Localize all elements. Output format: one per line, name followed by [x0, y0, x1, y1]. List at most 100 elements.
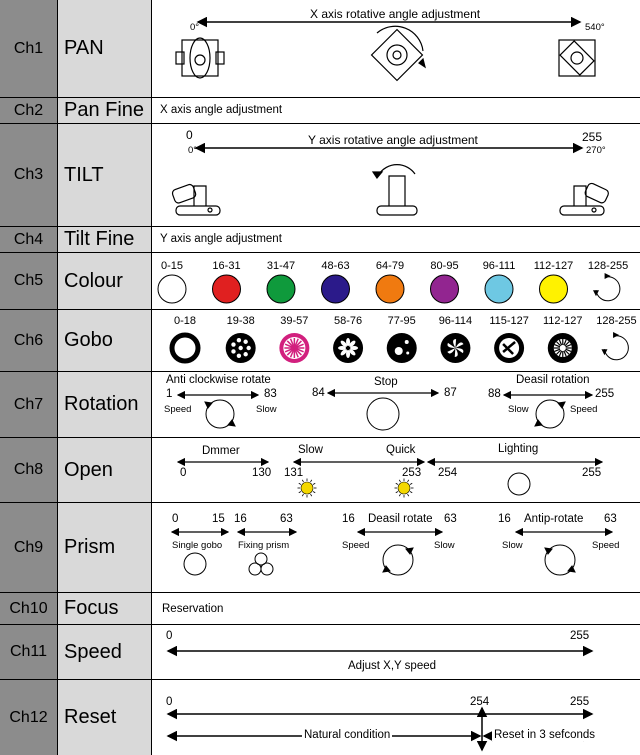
- reset-3s-label: Reset in 3 sefconds: [492, 729, 598, 741]
- deasil-end: 63: [444, 513, 457, 525]
- gobo-range-label: 112-127: [543, 315, 583, 327]
- colour-swatch: [539, 274, 568, 304]
- stop-label: Stop: [374, 376, 398, 388]
- gobo-range-label: 77-95: [388, 315, 416, 327]
- tilt-fixture-0deg-icon: [171, 183, 221, 216]
- tilt-diagram: [171, 142, 609, 216]
- speed-label: Adjust X,Y speed: [348, 660, 437, 672]
- channel-name: Open: [58, 438, 152, 502]
- channel-number: Ch3: [0, 124, 58, 226]
- tilt-fine-text: Y axis angle adjustment: [160, 233, 282, 245]
- strobe-start: 131: [284, 467, 304, 479]
- fixing-prism-icon: [248, 552, 274, 576]
- gobo-icon: [225, 333, 256, 363]
- channel-number: Ch10: [0, 593, 58, 624]
- stop-end: 87: [444, 387, 457, 399]
- strobe-end: 253: [402, 467, 422, 479]
- lighting-end: 255: [582, 467, 602, 479]
- colour-swatch: [212, 274, 241, 304]
- open-content: Dmmer 0 130 Slow Quick 131 253 Lighting …: [152, 438, 640, 502]
- deasil-speed: Speed: [342, 540, 370, 551]
- cw-start: 88: [488, 388, 501, 400]
- dimmer-start: 0: [180, 467, 187, 479]
- tilt-fixture-mid-icon: [371, 164, 418, 216]
- tilt-start-value: 0: [186, 128, 193, 142]
- gobo-icon: [386, 333, 417, 363]
- prism-diagram: [170, 527, 614, 576]
- colour-range-label: 112-127: [534, 260, 574, 272]
- colour-range-label: 16-31: [212, 260, 240, 272]
- pan-content: X axis rotative angle adjustment 0° 540°: [152, 0, 640, 97]
- cw-label: Deasil rotation: [516, 374, 590, 386]
- pan-fixture-540deg-icon: [558, 39, 596, 77]
- speed-diagram: [166, 645, 594, 657]
- channel-number: Ch2: [0, 98, 58, 123]
- gobo-range-label: 19-38: [227, 315, 255, 327]
- gobo-icon: [440, 333, 471, 363]
- dimmer-label: Dmmer: [202, 445, 240, 457]
- gobo-icon: [547, 333, 578, 363]
- row-ch10: Ch10 Focus Reservation: [0, 593, 640, 625]
- acw-speed: Speed: [164, 404, 192, 415]
- anti-start: 16: [498, 513, 511, 525]
- anti-speed: Speed: [592, 540, 620, 551]
- channel-name: Colour: [58, 253, 152, 309]
- tilt-content: Y axis rotative angle adjustment 0 0° 25…: [152, 124, 640, 226]
- channel-name: Prism: [58, 503, 152, 592]
- gobo-icon: [279, 333, 310, 363]
- anti-end: 63: [604, 513, 617, 525]
- colour-swatch: [157, 274, 187, 304]
- channel-number: Ch5: [0, 253, 58, 309]
- colour-range-label: 64-79: [376, 260, 404, 272]
- deasil-label: Deasil rotate: [368, 513, 433, 525]
- pan-fixture-mid-icon: [370, 25, 426, 82]
- pan-end-deg: 540°: [585, 22, 605, 33]
- row-ch12: Ch12 Reset 0 254 255 Natural condition R…: [0, 680, 640, 755]
- colour-swatch: [484, 274, 514, 304]
- channel-number: Ch4: [0, 227, 58, 252]
- fix-label: Fixing prism: [238, 540, 290, 551]
- lighting-start: 254: [438, 467, 458, 479]
- colour-range-label: 96-111: [483, 260, 516, 272]
- fix-end: 63: [280, 513, 293, 525]
- acw-end: 83: [264, 388, 277, 400]
- acw-rotate-icon: [204, 399, 236, 429]
- channel-name: Speed: [58, 625, 152, 679]
- strobe-slow-label: Slow: [298, 444, 323, 456]
- gobo-range-label: 115-127: [489, 315, 529, 327]
- channel-number: Ch1: [0, 0, 58, 97]
- acw-start: 1: [166, 388, 173, 400]
- single-end: 15: [212, 513, 225, 525]
- colour-rotate-icon: [593, 273, 621, 302]
- row-ch4: Ch4 Tilt Fine Y axis angle adjustment: [0, 227, 640, 253]
- gobo-range-label: 39-57: [280, 315, 308, 327]
- channel-name: PAN: [58, 0, 152, 97]
- channel-name: Pan Fine: [58, 98, 152, 123]
- prism-content: 0 15 Single gobo 16 63 Fixing prism 16 D…: [152, 503, 640, 592]
- colour-range-label: 0-15: [161, 260, 183, 272]
- reset-end: 255: [570, 696, 590, 708]
- colour-swatch: [266, 274, 296, 304]
- tilt-start-deg: 0°: [188, 145, 198, 156]
- tilt-end-deg: 270°: [586, 145, 606, 156]
- speed-start: 0: [166, 630, 173, 642]
- natural-label: Natural condition: [302, 729, 393, 741]
- open-diagram: [176, 457, 604, 498]
- anti-rotate-icon: [544, 544, 576, 576]
- channel-name: Tilt Fine: [58, 227, 152, 252]
- row-ch3: Ch3 TILT Y axis rotative angle adjustmen…: [0, 124, 640, 227]
- speed-content: 0 255 Adjust X,Y speed: [152, 625, 640, 679]
- deasil-start: 16: [342, 513, 355, 525]
- lighting-open-icon: [507, 472, 531, 496]
- gobo-range-label: 58-76: [334, 315, 362, 327]
- deasil-rotate-icon: [382, 544, 414, 576]
- row-ch8: Ch8 Open Dmmer 0 130 Slow Quick 131 253 …: [0, 438, 640, 503]
- reset-diagram: [166, 706, 594, 752]
- row-ch2: Ch2 Pan Fine X axis angle adjustment: [0, 98, 640, 124]
